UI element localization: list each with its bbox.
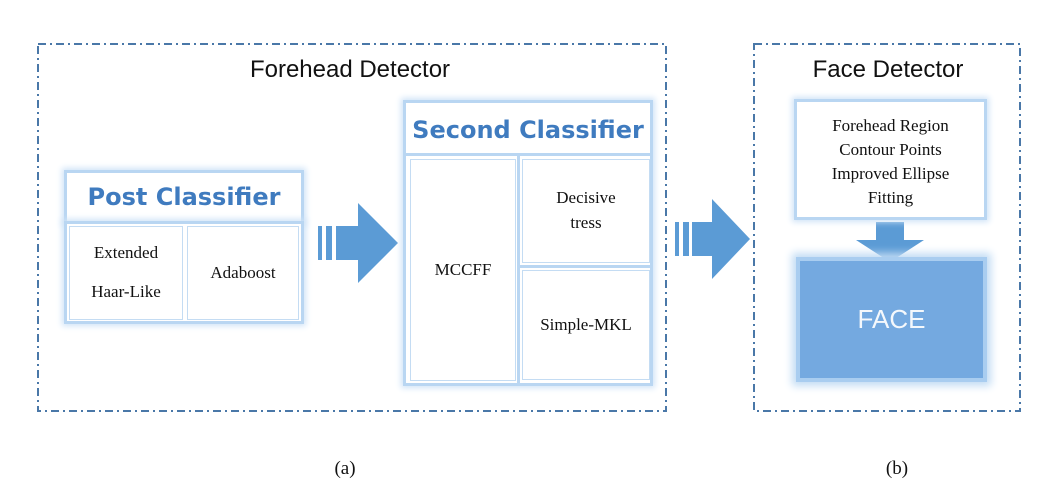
second-classifier-box: Second Classifier MCCFF Decisive tress S… xyxy=(403,100,653,386)
face-detector-border xyxy=(753,43,1021,412)
divider xyxy=(517,156,520,383)
contour-points-label: Contour Points xyxy=(839,140,942,160)
post-classifier-body: Extended Haar-Like Adaboost xyxy=(64,221,304,324)
decisive-tress-cell: Decisive tress xyxy=(522,159,650,263)
simple-mkl-label: Simple-MKL xyxy=(540,314,632,334)
post-classifier-title: Post Classifier xyxy=(87,183,281,211)
caption-a: (a) xyxy=(334,458,356,479)
divider xyxy=(520,265,653,268)
mccff-cell: MCCFF xyxy=(410,159,516,381)
simple-mkl-cell: Simple-MKL xyxy=(522,270,650,380)
face-detector-title: Face Detector xyxy=(812,56,964,83)
mccff-label: MCCFF xyxy=(434,259,492,279)
improved-ellipse-label: Improved Ellipse xyxy=(831,164,950,184)
divider xyxy=(406,153,650,156)
fitting-label: Fitting xyxy=(867,188,914,208)
adaboost-label: Adaboost xyxy=(210,262,276,282)
arrow-down-icon xyxy=(856,222,924,262)
second-classifier-title: Second Classifier xyxy=(412,116,644,144)
tress-label: tress xyxy=(570,213,602,232)
post-classifier-header: Post Classifier xyxy=(64,170,304,224)
forehead-detector-border xyxy=(37,43,667,412)
arrow-right-icon xyxy=(318,203,398,283)
steps-text: Forehead Region Contour Points Improved … xyxy=(797,114,984,211)
haar-like-label: Haar-Like xyxy=(91,282,161,301)
arrow-right-icon xyxy=(675,199,750,279)
adaboost-cell: Adaboost xyxy=(187,226,299,320)
face-output-box: FACE xyxy=(796,257,987,382)
decisive-label: Decisive xyxy=(556,188,616,208)
extended-label: Extended xyxy=(93,243,159,263)
forehead-detector-title: Forehead Detector xyxy=(249,56,451,83)
face-detector-steps-box: Forehead Region Contour Points Improved … xyxy=(794,99,987,220)
caption-b: (b) xyxy=(885,458,909,479)
forehead-region-label: Forehead Region xyxy=(832,116,949,135)
face-label: FACE xyxy=(857,304,926,334)
extended-haar-like-cell: Extended Haar-Like xyxy=(69,226,183,320)
